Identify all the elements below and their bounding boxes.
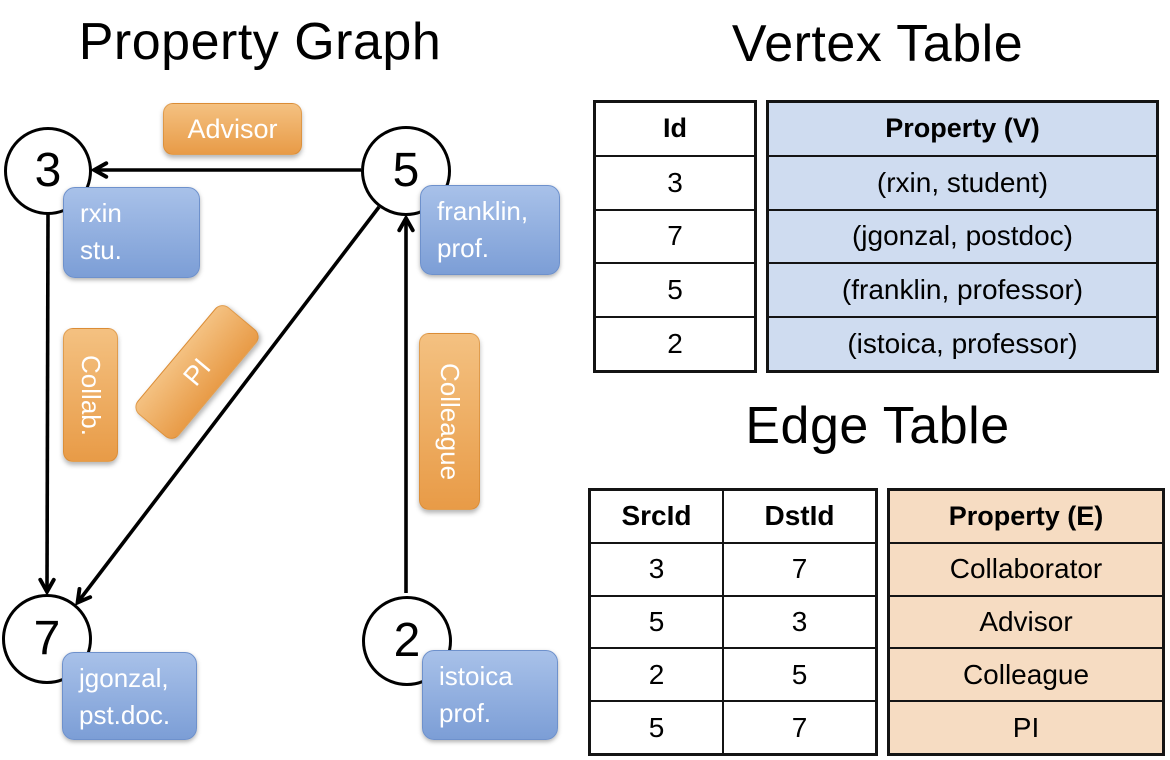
vertex-table-title: Vertex Table — [731, 15, 1024, 73]
graph-node-2: 2 — [362, 596, 452, 686]
edge-property-cell: Collaborator — [890, 541, 1162, 595]
node-property-line: prof. — [437, 232, 490, 263]
edge-table-srcid-header: SrcId — [621, 500, 692, 532]
vertex-table-property-column: Property (V) (rxin, student)(jgonzal, pos… — [766, 100, 1159, 373]
edge-label-collab: Collab. — [63, 328, 118, 462]
edge-dstid-cell: 3 — [722, 596, 875, 648]
graph-edges-canvas — [0, 0, 585, 760]
node-property-box-2: istoica prof. — [422, 650, 558, 740]
edge-dstid-cell: 5 — [722, 649, 875, 701]
vertex-property-cell: (franklin, professor) — [769, 262, 1156, 316]
edge-property-cell: Colleague — [890, 647, 1162, 700]
edge-line-3-7 — [47, 213, 48, 591]
edge-label-text: Colleague — [435, 362, 465, 481]
node-property-box-5: franklin, prof. — [420, 185, 560, 275]
vertex-property-cell: (rxin, student) — [769, 154, 1156, 209]
edge-table-dstid-header: DstId — [722, 491, 875, 542]
edge-srcid-cell: 3 — [648, 553, 665, 585]
edge-label-colleague: Colleague — [419, 333, 480, 510]
edge-label-text: PI — [176, 352, 217, 392]
edge-table-header-row: SrcId DstId — [591, 491, 875, 542]
edge-table-property-header: Property (E) — [948, 500, 1104, 531]
edge-dstid-cell: 7 — [722, 543, 875, 595]
node-property-box-7: jgonzal, pst.doc. — [62, 652, 197, 740]
edge-srcid-cell: 5 — [648, 605, 665, 637]
property-graph-title: Property Graph — [78, 13, 442, 71]
node-id-label: 3 — [34, 143, 62, 197]
node-property-box-3: rxin stu. — [63, 187, 200, 278]
edge-dstid-cell: 7 — [722, 702, 875, 753]
vertex-property-cell: (jgonzal, postdoc) — [769, 208, 1156, 263]
vertex-id-cell: 2 — [596, 316, 754, 370]
node-property-line: stu. — [80, 234, 122, 265]
vertex-id-cell: 3 — [596, 154, 754, 209]
vertex-table-property-header: Property (V) — [885, 113, 1040, 144]
node-property-line: istoica — [439, 661, 513, 691]
edge-line-5-7 — [78, 205, 381, 602]
node-property-line: jgonzal, — [79, 663, 169, 693]
edge-label-text: Collab. — [76, 354, 106, 436]
vertex-id-cell: 5 — [596, 262, 754, 316]
node-property-line: franklin, — [437, 196, 529, 226]
edge-property-cell: PI — [890, 700, 1162, 753]
node-property-line: rxin — [80, 198, 122, 228]
vertex-id-cell: 7 — [596, 208, 754, 263]
node-id-label: 5 — [392, 143, 420, 197]
edge-label-text: Advisor — [187, 113, 278, 144]
vertex-property-cell: (istoica, professor) — [769, 316, 1156, 370]
node-property-line: pst.doc. — [79, 699, 171, 730]
node-id-label: 7 — [33, 611, 61, 665]
edge-label-advisor: Advisor — [163, 103, 302, 155]
edge-table-title: Edge Table — [745, 397, 1010, 455]
node-property-line: prof. — [439, 697, 492, 728]
node-id-label: 2 — [393, 613, 421, 667]
edge-property-cell: Advisor — [890, 594, 1162, 648]
edge-srcid-cell: 5 — [648, 711, 665, 743]
vertex-table-id-header: Id — [663, 113, 687, 144]
edge-srcid-cell: 2 — [648, 658, 665, 690]
